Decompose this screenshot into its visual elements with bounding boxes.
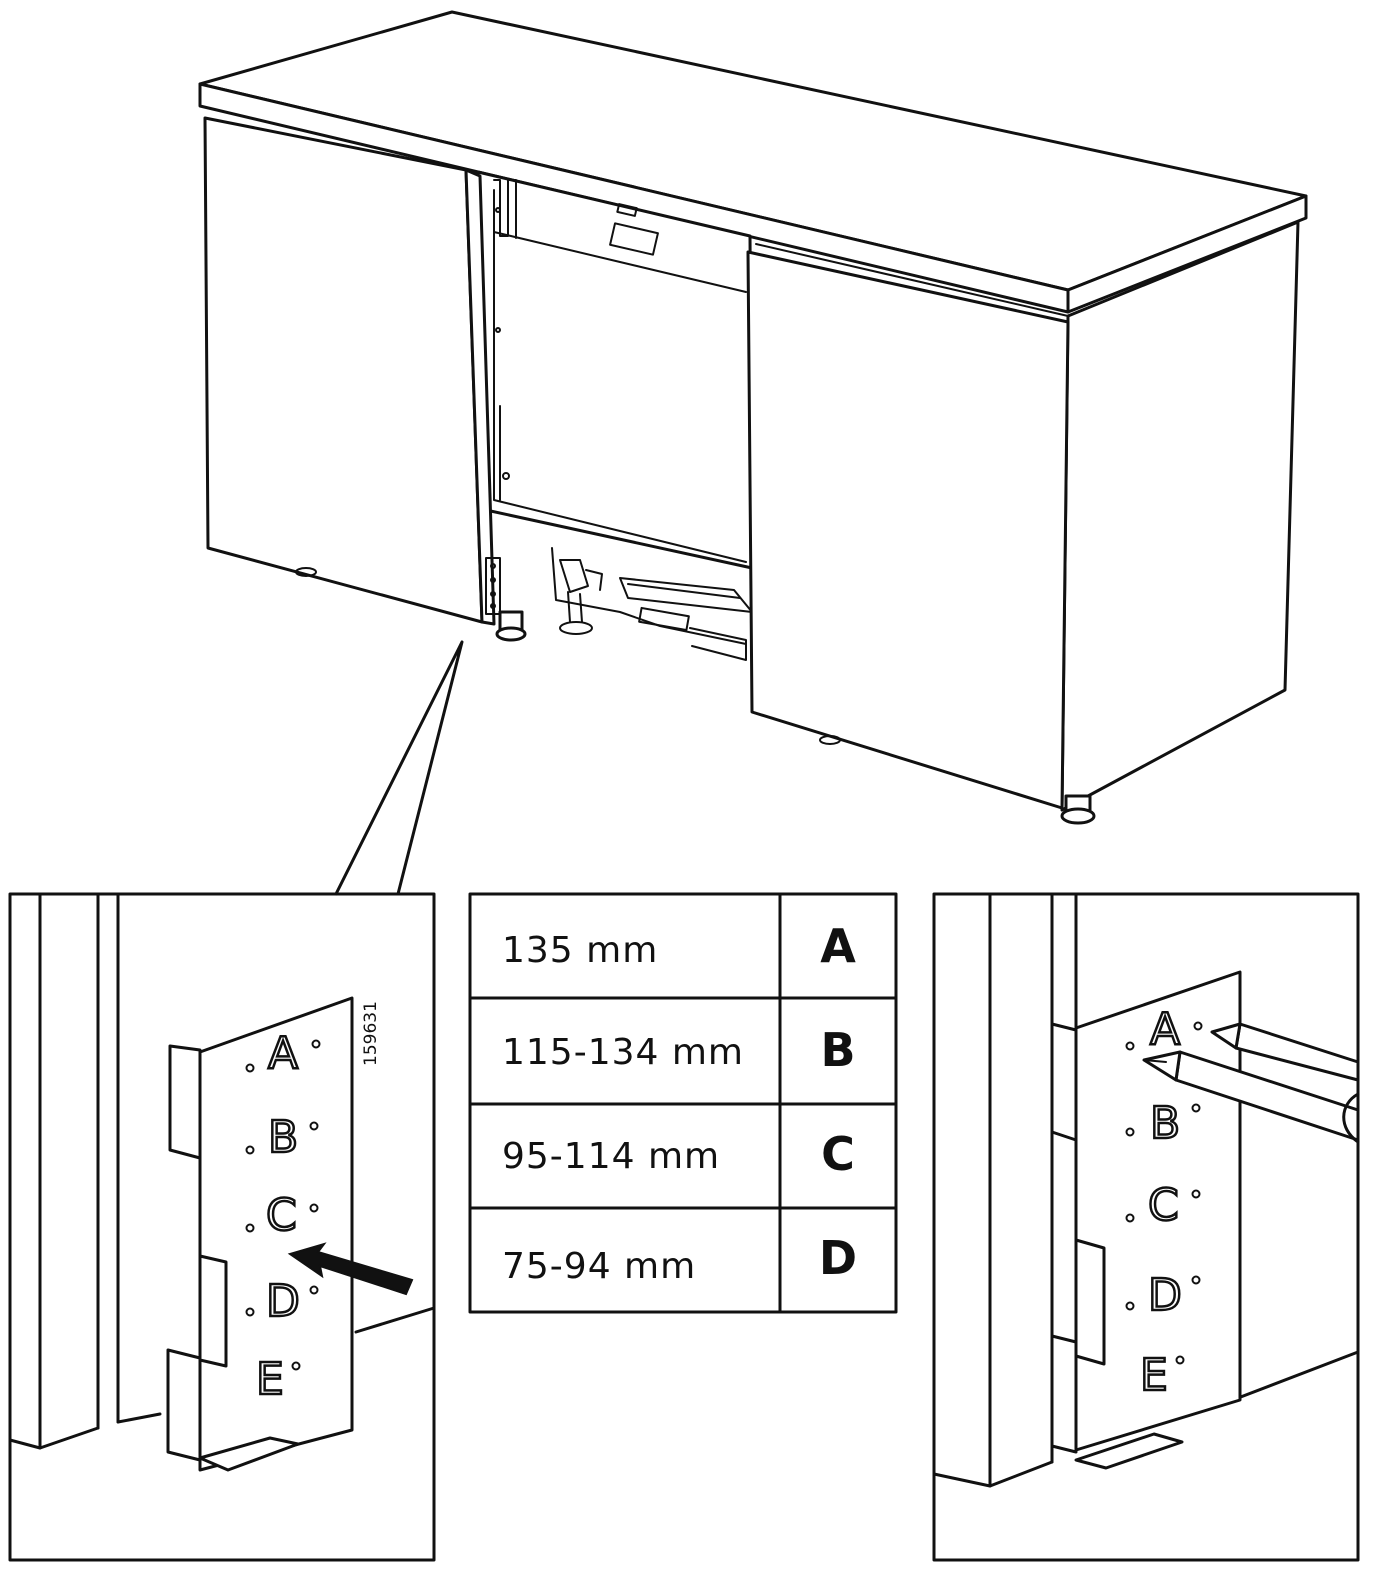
left-plate-label-a: A [268,1028,298,1079]
right-door [746,250,1070,810]
table-letter-b: B [820,1023,855,1077]
right-plate-label-b: B [1150,1098,1180,1149]
countertop-side-edge [1066,194,1308,314]
position-table: 135 mm A 115-134 mm B 95-114 mm C 75-94 … [468,892,898,1314]
right-plate-label-a: A [1150,1004,1180,1055]
right-plate-label-e: E [1140,1350,1168,1401]
table-range-b: 115-134 mm [502,1032,744,1073]
left-plate-label-b: B [268,1112,298,1163]
left-plate-label-e: E [256,1354,284,1405]
right-plate-label-d: D [1148,1270,1182,1321]
zoom-callout-lines [334,640,464,896]
base-machinery [551,547,753,661]
left-door [203,116,484,624]
table-range-c: 95-114 mm [502,1136,720,1177]
left-detail-panel: A B C D E 159631 [8,892,436,1562]
right-plate-label-c: C [1148,1180,1179,1231]
table-range-a: 135 mm [502,930,658,971]
table-range-d: 75-94 mm [502,1246,696,1287]
table-letter-a: A [820,919,856,973]
right-cabinet-side [1060,220,1300,812]
right-detail-panel: A B C D E [932,892,1360,1562]
arrow-indicator [287,1242,414,1296]
open-bay-back [476,170,754,570]
figure-code: 159631 [361,1001,381,1066]
left-plate-label-d: D [266,1276,300,1327]
left-plate-label-c: C [266,1190,297,1241]
table-letter-d: D [819,1231,857,1285]
table-letter-c: C [821,1127,855,1181]
screwdriver-icon [1142,1022,1360,1144]
counter-unit-illustration [198,10,1308,825]
left-door-gap-strip [464,168,496,626]
cabinet-feet [295,567,1096,825]
